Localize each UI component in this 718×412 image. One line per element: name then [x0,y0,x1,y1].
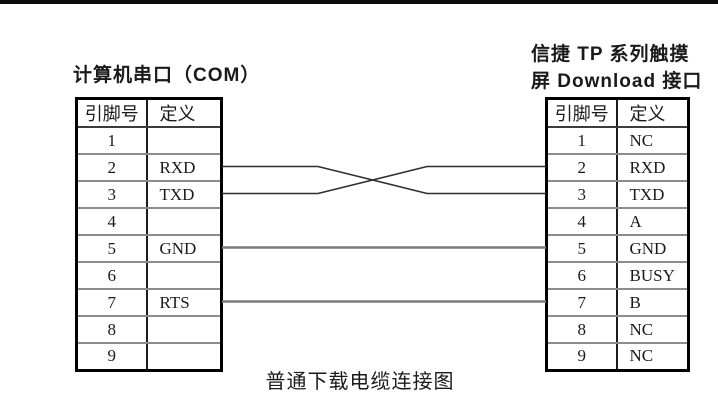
pin-number-cell: 3 [546,181,618,209]
pin-number-cell: 4 [76,208,148,236]
wire-pin3-to-pin2 [222,165,546,195]
pin-number-column-header: 引脚号 [76,98,148,128]
pin-number-cell: 9 [76,343,148,370]
pin-definition-cell [146,316,222,344]
pin-number-cell: 6 [546,262,618,290]
wire-pin2-to-pin3 [222,165,546,195]
pin-number-cell: 5 [76,235,148,263]
pin-row: 9 [76,343,222,370]
pin-number-cell: 2 [76,154,148,182]
definition-column-header: 定义 [146,98,222,128]
pin-definition-cell: B [616,289,689,317]
pin-number-cell: 1 [546,127,618,155]
pin-definition-cell: RXD [616,154,689,182]
diagram-caption: 普通下载电缆连接图 [265,371,455,393]
pin-definition-cell [146,127,222,155]
pin-definition-cell: BUSY [616,262,689,290]
pin-definition-cell: GND [616,235,689,263]
right-connector-title-line2: 屏 Download 接口 [531,71,703,92]
pin-definition-cell [146,262,222,290]
pin-definition-cell: TXD [616,181,689,209]
right-pin-table-header: 引脚号 定义 [546,98,689,128]
pin-definition-cell: RXD [146,154,222,182]
pin-definition-cell: GND [146,235,222,263]
pin-row: 6 [76,262,222,290]
pin-number-cell: 8 [76,316,148,344]
pin-definition-cell: NC [616,127,689,155]
pin-definition-cell: NC [616,316,689,344]
pin-number-cell: 1 [76,127,148,155]
pin-number-cell: 2 [546,154,618,182]
pin-row: 1 [76,127,222,155]
pin-number-cell: 8 [546,316,618,344]
right-connector-title-line1: 信捷 TP 系列触摸 [531,44,690,65]
right-connector-title: 信捷 TP 系列触摸 屏 Download 接口 [531,41,702,95]
pin-definition-cell: TXD [146,181,222,209]
pin-number-cell: 9 [546,343,618,370]
pin-row: 8 [76,316,222,344]
pin-number-cell: 3 [76,181,148,209]
pin-definition-cell: A [616,208,689,236]
pin-row: 4 [76,208,222,236]
pin-definition-cell [146,208,222,236]
pin-number-cell: 7 [546,289,618,317]
pin-number-cell: 4 [546,208,618,236]
left-connector-title: 计算机串口（COM） [73,65,261,86]
pin-number-cell: 6 [76,262,148,290]
pin-number-cell: 7 [76,289,148,317]
pin-number-cell: 5 [546,235,618,263]
top-border-rule [0,0,718,4]
pin-row: 9 NC [546,343,689,370]
left-pin-table-header: 引脚号 定义 [76,98,222,128]
pin-number-column-header: 引脚号 [546,98,618,128]
definition-column-header: 定义 [616,98,689,128]
pin-definition-cell: RTS [146,289,222,317]
pin-definition-cell: NC [629,346,654,366]
